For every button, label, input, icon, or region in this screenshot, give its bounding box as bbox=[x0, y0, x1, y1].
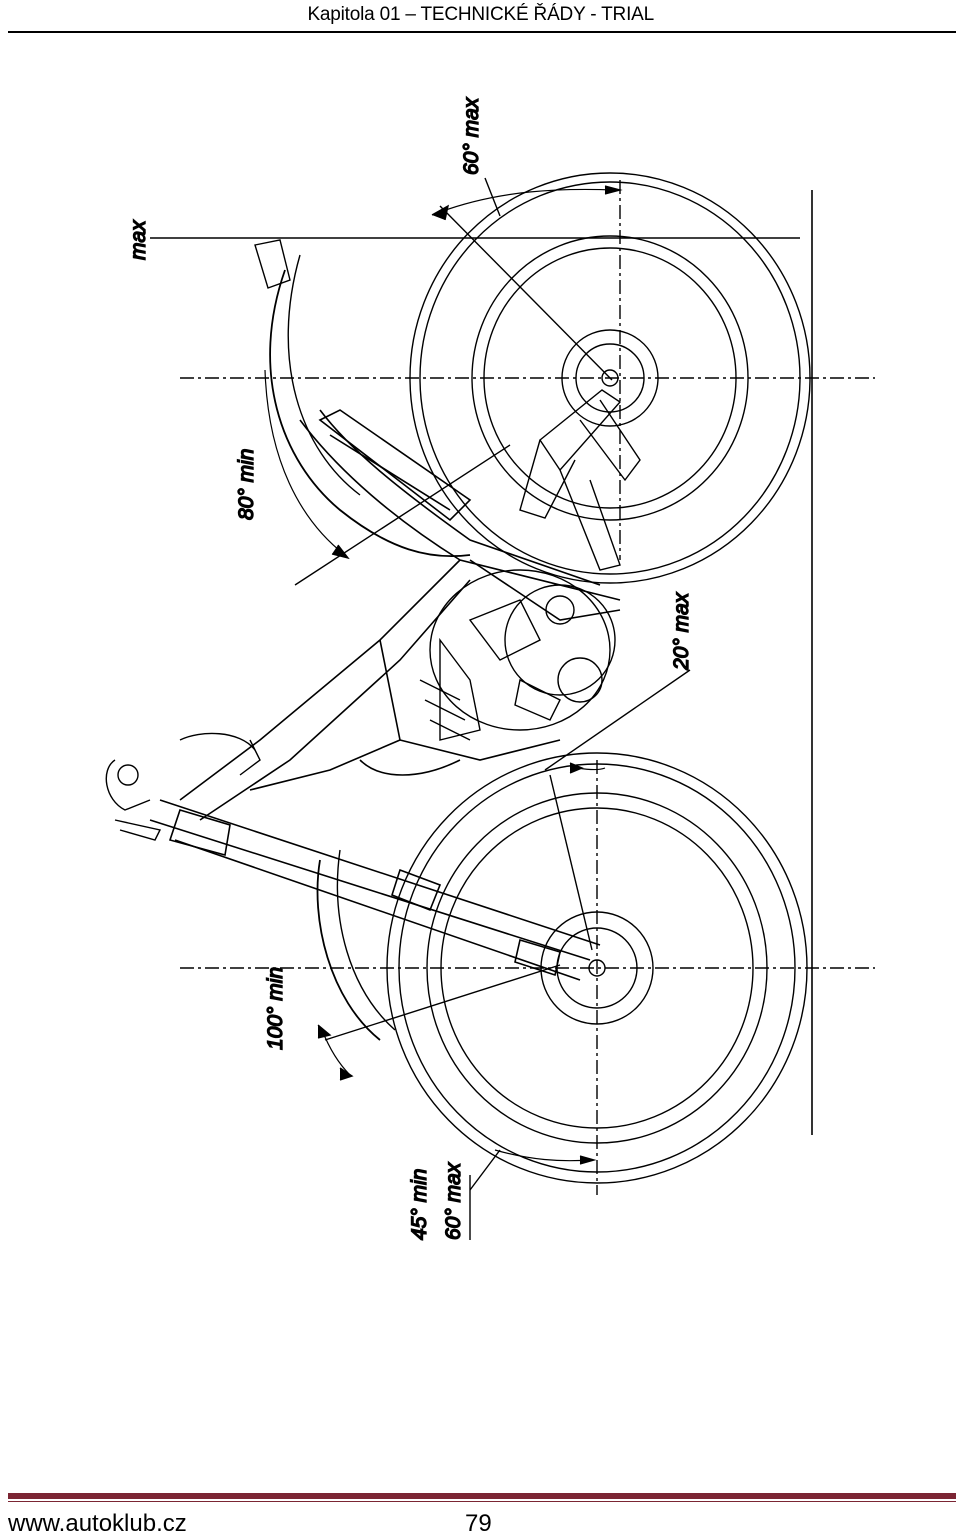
front-fender bbox=[316, 859, 381, 1041]
handlebar bbox=[105, 732, 261, 841]
footer-rule-thin bbox=[8, 1501, 956, 1502]
label-front-bottom-a: 45° min bbox=[408, 1169, 431, 1240]
page-header-title: Kapitola 01 – TECHNICKÉ ŘÁDY - TRIAL bbox=[307, 4, 654, 25]
front-wheel bbox=[386, 752, 808, 1184]
engine-block bbox=[419, 569, 616, 741]
front-fork bbox=[149, 799, 601, 981]
label-rear-top: 60° max bbox=[460, 96, 483, 175]
label-front-mid: 100° min bbox=[264, 967, 287, 1050]
page-number: 79 bbox=[465, 1510, 492, 1537]
label-rear-mid: 80° min bbox=[235, 449, 258, 520]
header-rule bbox=[8, 31, 956, 33]
rear-fender bbox=[269, 269, 471, 558]
label-front-bottom-b: 60° max bbox=[442, 1161, 465, 1240]
footer-url: www.autoklub.cz bbox=[8, 1510, 187, 1537]
rear-fender-inner bbox=[287, 254, 361, 496]
rear-wheel bbox=[409, 172, 811, 584]
footer-rule bbox=[8, 1493, 956, 1499]
rear-mid-angle-arc bbox=[264, 369, 346, 556]
label-max: max bbox=[127, 219, 150, 260]
rear-swingarm bbox=[519, 389, 641, 571]
label-bottom: 20° max bbox=[670, 591, 693, 671]
motorcycle-technical-drawing: max 60° max 80° min 20° max 100° min 45°… bbox=[0, 40, 960, 1480]
rear-top-angle-arc bbox=[439, 188, 616, 213]
motorcycle-frame bbox=[179, 409, 621, 821]
